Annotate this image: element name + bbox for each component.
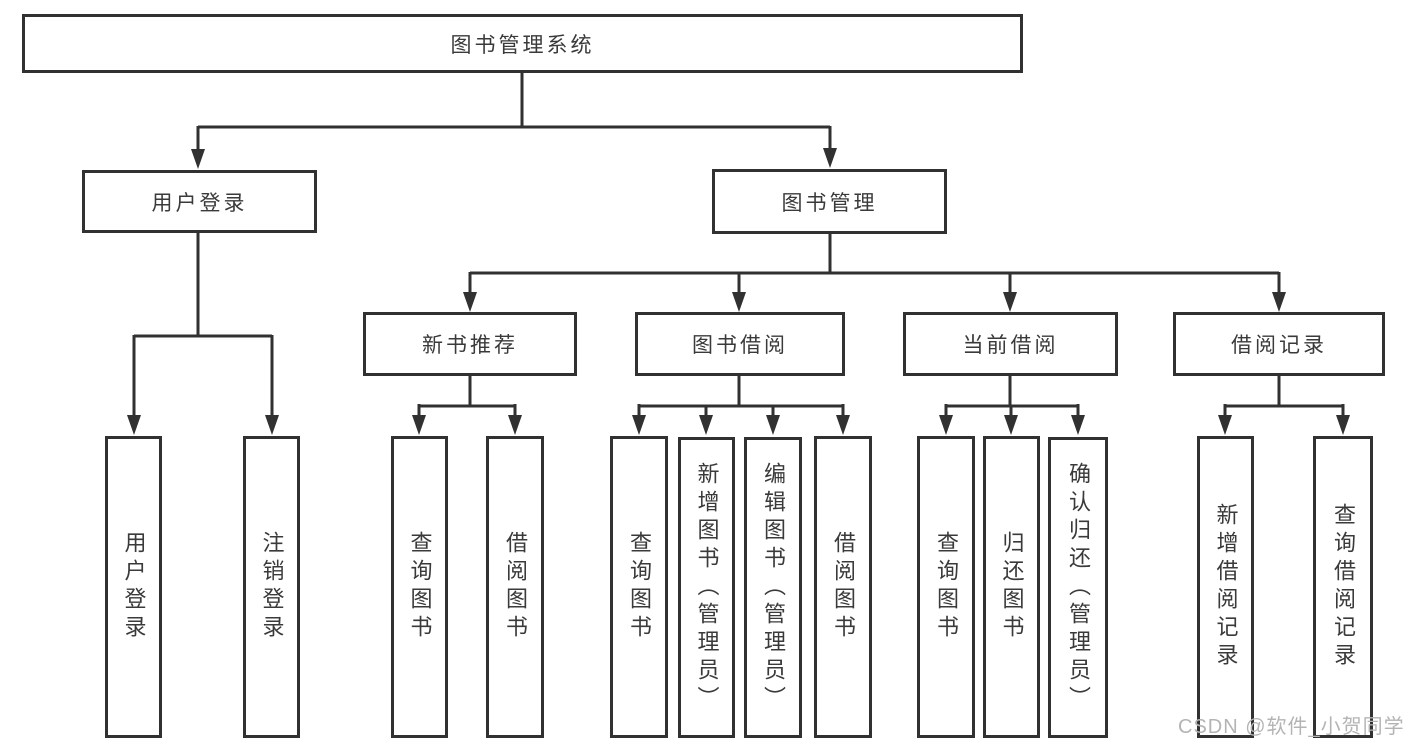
- node-book-management: 图书管理: [712, 169, 947, 234]
- node-current-borrow-label: 当前借阅: [962, 334, 1059, 357]
- leaf-newbook-borrow-label: 借阅图书: [503, 531, 528, 643]
- leaf-newbook-query: 查询图书: [391, 436, 448, 738]
- leaf-current-confirm-label: 确认归还（管理员）: [1066, 461, 1091, 714]
- node-book-borrow: 图书借阅: [635, 312, 845, 376]
- leaf-borrow-query-label: 查询图书: [627, 531, 652, 643]
- leaf-logout-label: 注销登录: [259, 531, 285, 643]
- node-borrow-record-label: 借阅记录: [1231, 334, 1327, 357]
- node-new-book-recommend: 新书推荐: [363, 312, 577, 376]
- leaf-borrow-add: 新增图书（管理员）: [678, 437, 735, 738]
- node-current-borrow: 当前借阅: [903, 312, 1118, 376]
- leaf-logout: 注销登录: [243, 436, 300, 738]
- node-new-book-recommend-label: 新书推荐: [422, 334, 518, 357]
- leaf-current-return-label: 归还图书: [999, 531, 1025, 643]
- leaf-current-confirm: 确认归还（管理员）: [1048, 437, 1108, 738]
- leaf-current-query-label: 查询图书: [934, 531, 959, 643]
- leaf-borrow-add-label: 新增图书（管理员）: [694, 461, 720, 714]
- leaf-current-return: 归还图书: [983, 436, 1040, 738]
- leaf-newbook-query-label: 查询图书: [407, 531, 433, 643]
- node-root-label: 图书管理系统: [450, 33, 595, 57]
- leaf-history-query: 查询借阅记录: [1313, 436, 1373, 738]
- node-borrow-record: 借阅记录: [1173, 312, 1385, 376]
- csdn-watermark: CSDN @软件_小贺同学: [1178, 716, 1405, 738]
- node-user-login: 用户登录: [82, 170, 317, 233]
- leaf-user-login-label: 用户登录: [121, 531, 147, 643]
- leaf-borrow-query: 查询图书: [610, 436, 668, 738]
- leaf-borrow-edit-label: 编辑图书（管理员）: [761, 461, 786, 714]
- leaf-borrow-edit: 编辑图书（管理员）: [744, 437, 802, 738]
- node-book-borrow-label: 图书借阅: [692, 334, 788, 357]
- leaf-borrow-borrow-label: 借阅图书: [831, 531, 856, 643]
- node-root: 图书管理系统: [22, 14, 1023, 73]
- leaf-borrow-borrow: 借阅图书: [814, 436, 872, 738]
- leaf-newbook-borrow: 借阅图书: [486, 436, 544, 738]
- leaf-history-add-label: 新增借阅记录: [1213, 503, 1239, 671]
- leaf-history-query-label: 查询借阅记录: [1331, 503, 1356, 671]
- leaf-user-login: 用户登录: [105, 436, 162, 738]
- node-user-login-label: 用户登录: [151, 191, 248, 215]
- leaf-history-add: 新增借阅记录: [1197, 436, 1254, 738]
- leaf-current-query: 查询图书: [917, 436, 975, 738]
- arrowheads: [127, 148, 1350, 435]
- node-book-management-label: 图书管理: [781, 191, 878, 215]
